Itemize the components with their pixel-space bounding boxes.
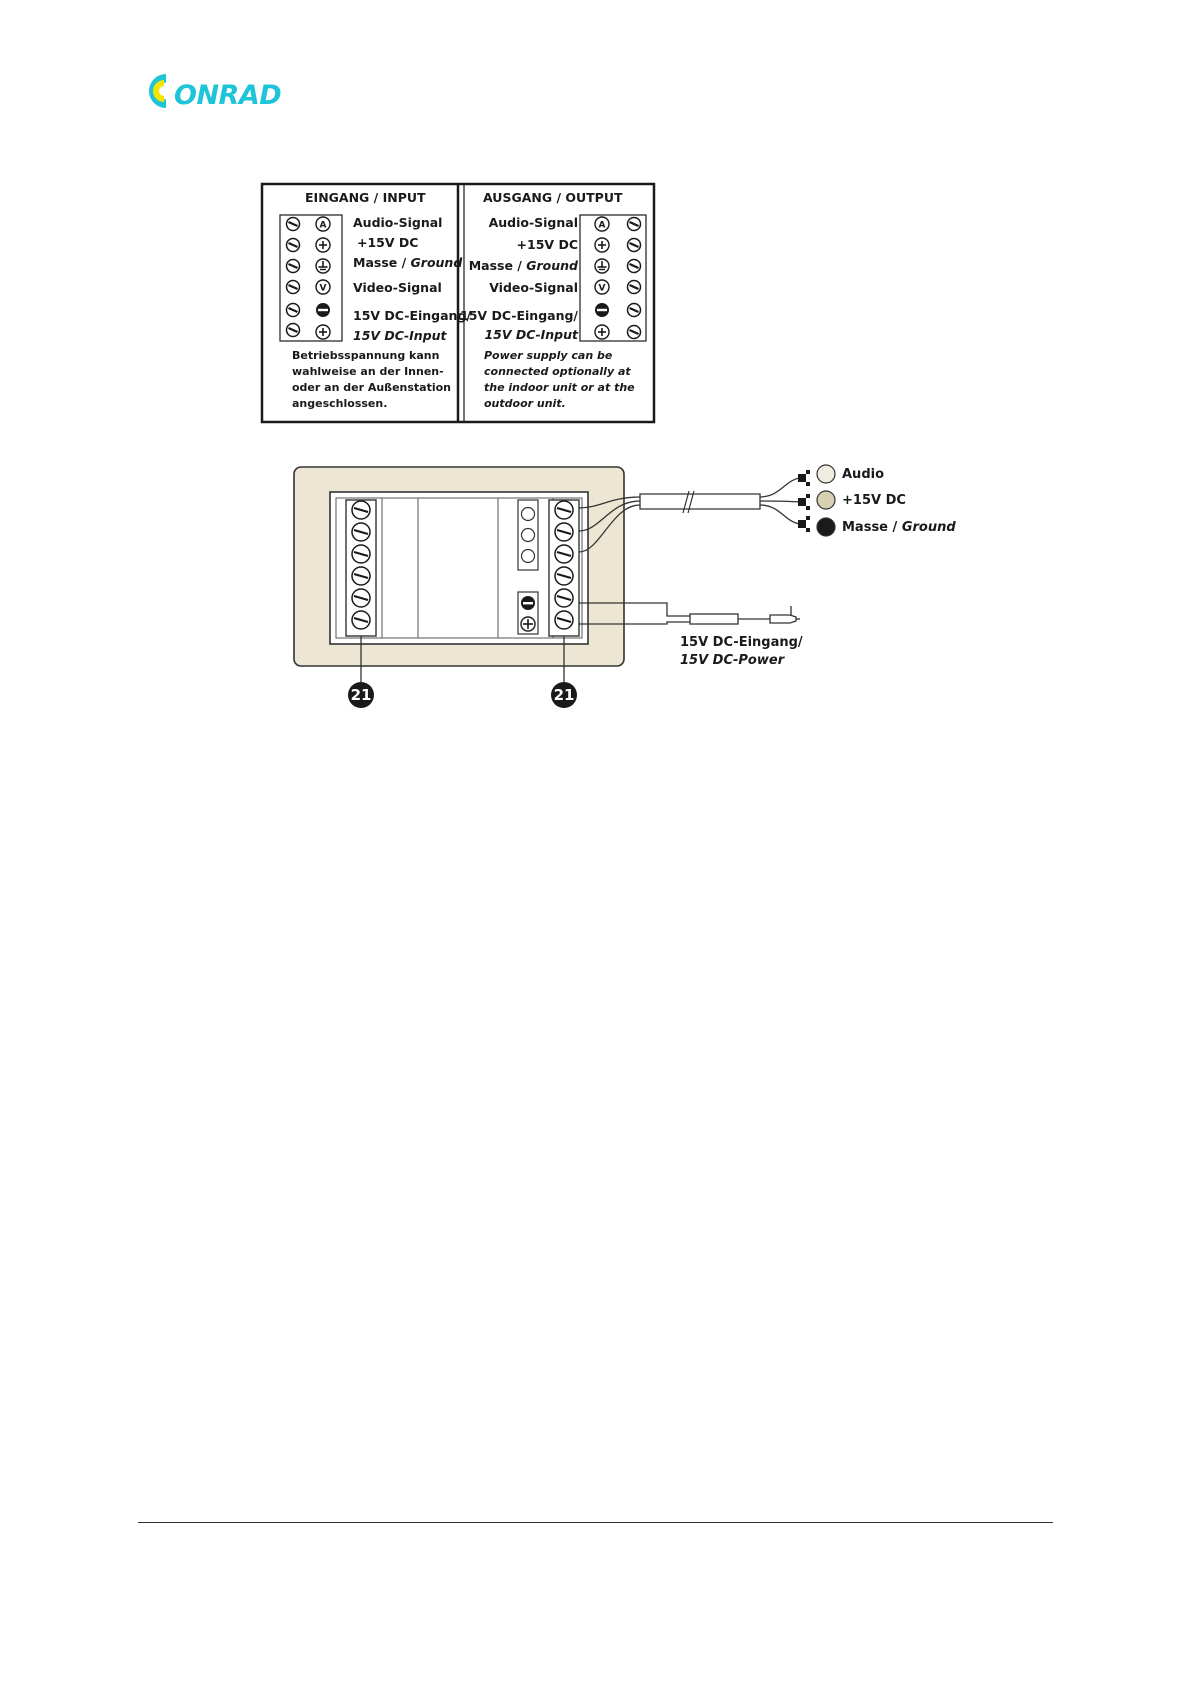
- power-label-line-2: 15V DC-Power: [680, 653, 786, 668]
- V-symbol-icon: V: [315, 279, 331, 295]
- screw-terminal-icon: [285, 322, 301, 338]
- screw-terminal-icon: [351, 500, 371, 520]
- screw-terminal-icon: [351, 522, 371, 542]
- terminal-label: 15V DC-Input: [484, 327, 579, 342]
- input-note-line: Betriebsspannung kann: [292, 349, 439, 362]
- screw-terminal-icon: [626, 237, 642, 253]
- indicator-dot: [520, 527, 536, 543]
- screw-terminal-icon: [285, 258, 301, 274]
- screw-terminal-icon: [554, 522, 574, 542]
- screw-terminal-icon: [285, 216, 301, 232]
- signal-cable: [578, 477, 801, 553]
- input-panel-title: EINGANG / INPUT: [305, 190, 426, 205]
- callout-left: 21: [348, 636, 374, 708]
- plus-symbol-icon: [594, 324, 610, 340]
- screw-terminal-icon: [554, 610, 574, 630]
- output-note: Power supply can be connected optionally…: [484, 349, 635, 410]
- screw-terminal-icon: [285, 237, 301, 253]
- plus-symbol-icon: [315, 324, 331, 340]
- screw-terminal-icon: [626, 324, 642, 340]
- terminal-label: Video-Signal: [353, 280, 442, 295]
- output-note-line: the indoor unit or at the: [484, 381, 635, 394]
- terminal-label: Masse / Ground: [469, 258, 579, 273]
- terminal-label: Masse / Ground: [353, 255, 463, 270]
- power-label-line-1: 15V DC-Eingang/: [680, 635, 803, 650]
- output-terminal-block: [579, 214, 647, 342]
- conrad-logo-text: ONRAD: [174, 80, 281, 111]
- terminal-label: Audio-Signal: [353, 215, 442, 230]
- terminal-label: +15V DC: [517, 237, 578, 252]
- wire-color-dot: [816, 517, 836, 537]
- terminal-label: 15V DC-Input: [353, 328, 448, 343]
- indicator-dot: [520, 548, 536, 564]
- A-symbol-icon: A: [594, 216, 610, 232]
- ground-symbol-icon: [315, 258, 331, 274]
- minus-symbol-icon: [316, 303, 330, 317]
- terminal-label: +15V DC: [357, 235, 418, 250]
- screw-terminal-icon: [626, 258, 642, 274]
- terminal-label: Video-Signal: [489, 280, 578, 295]
- callout-right: 21: [551, 636, 577, 708]
- terminal-housing: [293, 466, 625, 667]
- minus-symbol-icon: [595, 303, 609, 317]
- plus-symbol-icon: [315, 237, 331, 253]
- screw-terminal-icon: [626, 302, 642, 318]
- A-symbol-icon: A: [315, 216, 331, 232]
- input-note-line: oder an der Außenstation: [292, 381, 451, 394]
- screw-terminal-icon: [626, 279, 642, 295]
- terminal-label: 15V DC-Eingang/: [460, 308, 578, 323]
- wire-label-audio: Audio: [842, 467, 884, 482]
- terminal-label: 15V DC-Eingang/: [353, 308, 471, 323]
- screw-terminal-icon: [554, 566, 574, 586]
- output-note-line: connected optionally at: [484, 365, 631, 378]
- input-note-line: wahlweise an der Innen-: [292, 365, 444, 378]
- screw-terminal-icon: [351, 544, 371, 564]
- screw-terminal-icon: [554, 544, 574, 564]
- output-note-line: Power supply can be: [484, 349, 613, 362]
- svg-text:A: A: [320, 221, 327, 231]
- screw-terminal-icon: [285, 302, 301, 318]
- screw-terminal-icon: [285, 279, 301, 295]
- terminal-label-panel: EINGANG / INPUT A V Audio-Signal +15V DC Ma…: [260, 182, 656, 424]
- wire-color-dot: [816, 490, 836, 510]
- wire-label-15v-dc: +15V DC: [842, 493, 906, 508]
- callout-number: 21: [351, 686, 372, 704]
- svg-text:V: V: [599, 284, 606, 294]
- footer-divider: [138, 1522, 1053, 1523]
- ground-symbol-icon: [594, 258, 610, 274]
- callout-number: 21: [554, 686, 575, 704]
- plus-symbol-icon: [594, 237, 610, 253]
- svg-text:V: V: [320, 284, 327, 294]
- conrad-logo-mark: [149, 74, 166, 108]
- output-note-line: outdoor unit.: [484, 397, 566, 410]
- input-terminal-block: [279, 214, 343, 342]
- screw-terminal-icon: [626, 216, 642, 232]
- screw-terminal-icon: [351, 610, 371, 630]
- terminal-label: Audio-Signal: [489, 215, 578, 230]
- screw-terminal-icon: [351, 566, 371, 586]
- output-panel-title: AUSGANG / OUTPUT: [483, 190, 623, 205]
- wire-connectors: [798, 470, 810, 532]
- power-cable: [579, 602, 800, 625]
- input-note-line: angeschlossen.: [292, 397, 387, 410]
- screw-terminal-icon: [351, 588, 371, 608]
- indicator-dot: [520, 506, 536, 522]
- wire-color-dot: [816, 464, 836, 484]
- wire-label-ground: Masse / Ground: [842, 520, 956, 535]
- conrad-logo: ONRAD: [149, 74, 282, 111]
- screw-terminal-icon: [554, 500, 574, 520]
- V-symbol-icon: V: [594, 279, 610, 295]
- svg-text:A: A: [599, 221, 606, 231]
- screw-terminal-icon: [554, 588, 574, 608]
- input-note: Betriebsspannung kann wahlweise an der I…: [292, 349, 451, 410]
